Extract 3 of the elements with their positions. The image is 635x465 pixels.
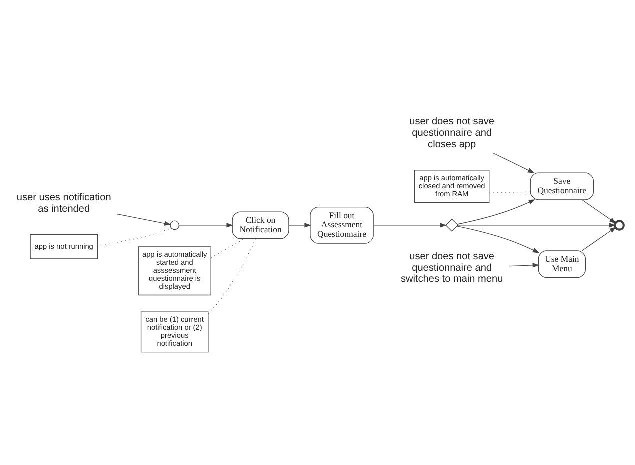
node-text: user uses notification as intended bbox=[16, 192, 112, 215]
node-text: user does not save questionnaire and switches to main menu bbox=[400, 250, 504, 285]
node-text: user does not save questionnaire and closes app bbox=[410, 116, 495, 150]
